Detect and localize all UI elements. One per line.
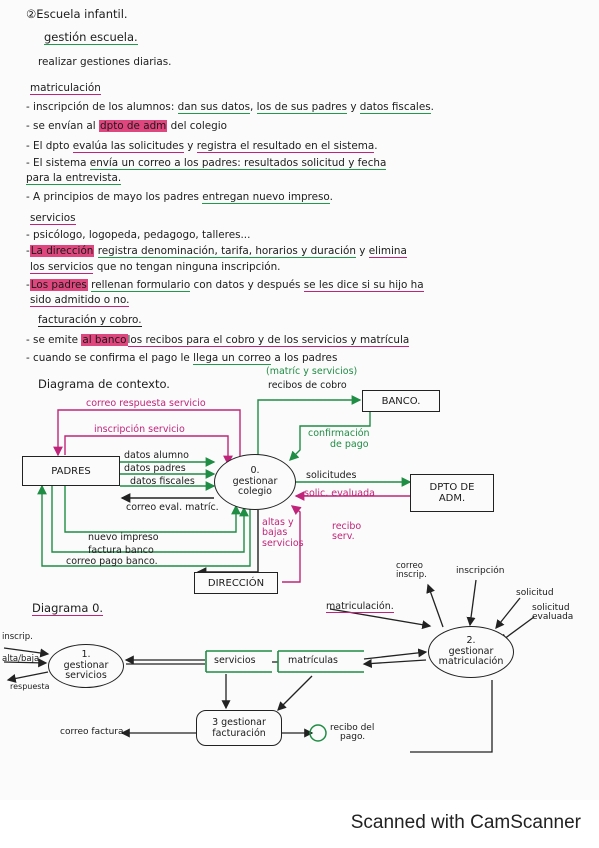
flow-recibos-matric-servicios: (matríc y servicios) bbox=[266, 366, 358, 377]
datastore-matriculas: matrículas bbox=[288, 655, 339, 666]
matric-line-5: para la entrevista. bbox=[26, 172, 122, 185]
entity-dpto-adm: DPTO DE ADM. bbox=[410, 474, 494, 512]
diagram0-heading: Diagrama 0. bbox=[32, 601, 104, 616]
flow-alta-baja: alta/baja bbox=[2, 654, 40, 664]
flow-correo-respuesta-servicio: correo respuesta servicio bbox=[86, 398, 206, 409]
flow-respuesta: respuesta bbox=[10, 682, 50, 691]
flow-solicitud-evaluada: solicitud evaluada bbox=[532, 603, 574, 623]
camscanner-watermark: Scanned with CamScanner bbox=[350, 812, 581, 833]
flow-factura-banco: factura banco bbox=[88, 545, 154, 556]
flow-correo-factura: correo factura bbox=[60, 727, 124, 737]
flow-inscripcion-servicio: inscripción servicio bbox=[94, 424, 185, 435]
matric-line-1: - inscripción de los alumnos: dan sus da… bbox=[26, 101, 434, 114]
flow-matriculacion: matriculación. bbox=[326, 601, 394, 613]
flow-datos-fiscales: datos fiscales bbox=[130, 476, 195, 487]
serv-line-3: los servicios que no tengan ninguna insc… bbox=[30, 261, 281, 274]
serv-line-4: -Los padres rellenan formulario con dato… bbox=[26, 279, 424, 292]
flow-inscrip: inscrip. bbox=[2, 632, 33, 642]
matric-line-2: - se envían al dpto de adm del colegio bbox=[26, 120, 227, 132]
flow-datos-padres: datos padres bbox=[124, 463, 186, 474]
matric-line-6: - A principios de mayo los padres entreg… bbox=[26, 191, 333, 204]
matric-line-3: - El dpto evalúa las solicitudes y regis… bbox=[26, 140, 378, 153]
flow-solic-evaluada: solic. evaluada bbox=[304, 488, 375, 499]
heading-matriculacion: matriculación bbox=[30, 82, 101, 95]
serv-line-5: sido admitido o no. bbox=[30, 294, 130, 307]
process-gestionar-servicios: 1. gestionar servicios bbox=[48, 644, 124, 688]
entity-padres: PADRES bbox=[22, 456, 120, 486]
process-gestionar-colegio: 0. gestionar colegio bbox=[214, 454, 296, 510]
note-title: ②Escuela infantil. bbox=[26, 7, 128, 21]
flow-correo-eval-matric: correo eval. matríc. bbox=[126, 502, 219, 513]
heading-facturacion: facturación y cobro. bbox=[38, 314, 142, 327]
flow-datos-alumno: datos alumno bbox=[124, 450, 189, 461]
flow-solicitud: solicitud bbox=[516, 588, 554, 598]
flow-confirmacion-de-pago: confirmación de pago bbox=[308, 428, 370, 450]
flow-solicitudes: solicitudes bbox=[306, 470, 357, 481]
context-diagram-heading: Diagrama de contexto. bbox=[38, 377, 170, 391]
flow-correo-inscrip: correo inscrip. bbox=[396, 561, 427, 580]
fact-line-1: - se emite al bancolos recibos para el c… bbox=[26, 334, 410, 347]
note-subtitle: gestión escuela. bbox=[44, 30, 138, 45]
heading-servicios: servicios bbox=[30, 212, 76, 225]
flow-inscripcion: inscripción bbox=[456, 566, 505, 576]
diagram-arrows bbox=[3, 395, 535, 753]
note-intro: realizar gestiones diarias. bbox=[38, 56, 172, 68]
flow-nuevo-impreso: nuevo impreso bbox=[88, 532, 159, 543]
process-gestionar-facturacion: 3 gestionar facturación bbox=[196, 710, 282, 746]
serv-line-1: - psicólogo, logopeda, pedagogo, tallere… bbox=[26, 229, 251, 241]
matric-line-4: - El sistema envía un correo a los padre… bbox=[26, 157, 387, 170]
entity-banco: BANCO. bbox=[362, 390, 440, 412]
serv-line-2: -La dirección registra denominación, tar… bbox=[26, 245, 407, 258]
scanned-page: ②Escuela infantil. gestión escuela. real… bbox=[2, 7, 574, 753]
flow-recibos-de-cobro: recibos de cobro bbox=[268, 380, 347, 391]
fact-line-2: - cuando se confirma el pago le llega un… bbox=[26, 352, 338, 365]
datastore-servicios: servicios bbox=[214, 655, 256, 666]
flow-altas-bajas-servicios: altas y bajas servicios bbox=[262, 517, 304, 549]
entity-direccion: DIRECCIÓN bbox=[194, 572, 278, 594]
process-gestionar-matriculacion: 2. gestionar matriculación bbox=[428, 626, 514, 678]
flow-recibo-del-pago: recibo del pago. bbox=[330, 723, 375, 743]
flow-correo-pago-banco: correo pago banco. bbox=[66, 556, 158, 567]
flow-recibo-serv: recibo serv. bbox=[332, 521, 362, 543]
